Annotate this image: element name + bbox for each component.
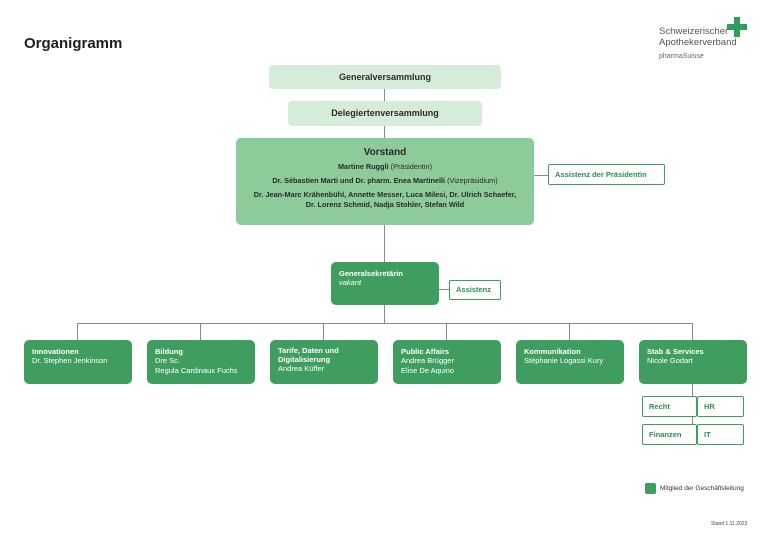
dept-person: Elise De Aquino [401,365,454,375]
logo-line1: Schweizerischer [659,26,729,37]
connector-bus [77,323,693,324]
vorstand-president-role: (Präsidentin) [388,162,433,171]
connector-drop-6 [692,323,693,340]
vorstand-vice: Dr. Sébastien Marti und Dr. pharm. Enea … [272,175,446,185]
logo: Schweizerischer Apothekerverband pharmaS… [659,26,737,62]
dept-person: Dre Sc. [155,356,181,365]
logo-line2: Apothekerverband [659,37,737,48]
dept-title: Bildung [155,347,183,356]
generalsekretaerin-name: vakant [339,278,362,287]
connector-drop-1 [77,323,78,340]
dept-bildung: Bildung Dre Sc. Regula Cardinaux Fuchs [147,340,255,384]
stand-date: Stand 1.11.2023 [711,521,748,527]
dept-person: Stéphanie Logassi Kury [524,356,604,365]
stab-finanzen-box: Finanzen [642,424,697,445]
vorstand-vice-role: (Vizepräsidium) [445,175,498,185]
pharmasuisse-cross-logo-icon [727,17,747,37]
dept-person: Andrea Küffer [278,364,325,373]
legend-swatch [645,483,656,494]
generalsekretaerin-box: Generalsekretärin vakant [331,262,439,305]
assistenz-box: Assistenz [449,280,501,300]
logo-sub: pharmaSuisse [659,53,704,60]
dept-person: Nicole Godart [647,356,693,365]
connector-gs-assistenz [439,289,449,290]
dept-title: Innovationen [32,347,79,356]
connector-drop-2 [200,323,201,340]
legend-text: Mitglied der Geschäftsleitung [660,485,744,492]
vorstand-members-line1: Dr. Jean-Marc Krähenbühl, Annette Messer… [253,190,517,199]
connector-drop-3 [323,323,324,340]
dept-stab-services: Stab & Services Nicole Godart [639,340,747,384]
stab-recht-box: Recht [642,396,697,417]
dept-person: Regula Cardinaux Fuchs [155,365,238,375]
vorstand-members: Dr. Jean-Marc Krähenbühl, Annette Messer… [236,190,534,209]
dept-title: Public Affairs [401,347,450,356]
dept-title: Kommunikation [524,347,581,356]
dept-innovationen: Innovationen Dr. Stephen Jenkinson [24,340,132,384]
connector-vorstand-assistenz [534,175,548,176]
assistenz-praesidentin-box: Assistenz der Präsidentin [548,164,665,185]
vorstand-members-line2: Dr. Lorenz Schmid, Nadja Stohler, Stefan… [305,199,465,209]
dept-title: Tarife, Daten und Digitalisierung [278,346,339,364]
generalsekretaerin-title: Generalsekretärin [339,269,403,278]
stab-it-box: IT [697,424,744,445]
delegiertenversammlung-box: Delegiertenversammlung [288,101,482,126]
dept-person: Andrea Brügger [401,356,454,365]
connector-drop-4 [446,323,447,340]
vorstand-president-line: Martine Ruggli (Präsidentin) [236,162,534,172]
dept-public-affairs: Public Affairs Andrea Brügger Elise De A… [393,340,501,384]
connector-gv-dv [384,89,385,102]
connector-drop-5 [569,323,570,340]
vorstand-vice-line: Dr. Sébastien Marti und Dr. pharm. Enea … [236,176,534,186]
connector-vorstand-gs [384,225,385,262]
dept-person: Dr. Stephen Jenkinson [32,356,108,365]
dept-tarife: Tarife, Daten und Digitalisierung Andrea… [270,340,378,384]
connector-gs-bus [384,304,385,324]
vorstand-president: Martine Ruggli [337,162,389,171]
stab-hr-box: HR [697,396,744,417]
generalversammlung-box: Generalversammlung [269,65,501,89]
dept-kommunikation: Kommunikation Stéphanie Logassi Kury [516,340,624,384]
dept-title: Stab & Services [647,347,704,356]
vorstand-title: Vorstand [363,147,407,158]
vorstand-box: Vorstand Martine Ruggli (Präsidentin) Dr… [236,138,534,225]
connector-dv-vorstand [384,125,385,139]
page-title: Organigramm [24,35,123,52]
